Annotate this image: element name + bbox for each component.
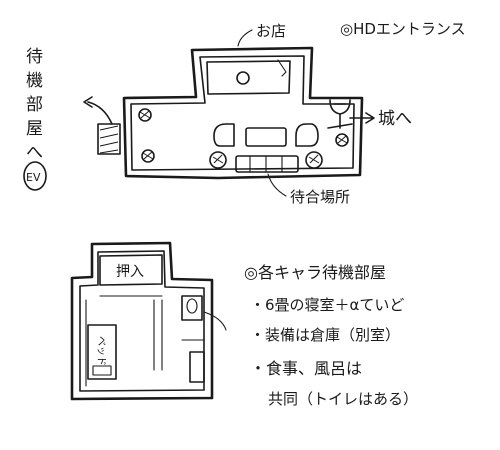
note-line-3: ・装備は倉庫（別室）: [250, 326, 400, 344]
entrance-outer-wall: [122, 46, 364, 180]
note-line-1: ◎各キャラ待機部屋: [244, 263, 386, 282]
waiting-room-char-5: へ: [26, 143, 43, 163]
arrow-to-castle: [349, 112, 375, 124]
waiting-room-char-1: 待: [26, 47, 43, 67]
plant-icon: [138, 108, 349, 163]
waiting-room-label: 待 機 部 屋 へ: [26, 47, 43, 163]
closet: [99, 254, 163, 286]
ev-label: EV: [26, 171, 41, 184]
closet-label: 押入: [116, 264, 144, 280]
arrow-to-waiting-room: [83, 96, 113, 125]
waiting-area-label: 待合場所: [290, 188, 350, 206]
leader-to-shop: [237, 29, 253, 47]
shop-label: お店: [256, 22, 286, 40]
entrance-inner-wall: [130, 55, 355, 171]
waiting-room-char-2: 機: [26, 71, 43, 91]
shop-table-icon: [236, 71, 250, 85]
bed: [87, 324, 117, 380]
bed-label: ベッド: [95, 336, 107, 366]
entrance-gate-icon: [327, 99, 353, 129]
ev-circle: [23, 161, 47, 191]
room-notes: ◎各キャラ待機部屋 ・6畳の寝室＋αていど ・装備は倉庫（別室） ・食事、風呂は…: [244, 263, 418, 408]
room-inner-wall: [79, 250, 205, 392]
waiting-room-char-4: 屋: [26, 119, 43, 139]
character-room-plan: [70, 241, 227, 401]
elevator-box: [97, 123, 121, 155]
entrance-floor-plan: [83, 29, 375, 197]
castle-label: 城へ: [378, 109, 412, 129]
entrance-title: ◎HDエントランス: [340, 20, 466, 38]
waiting-room-char-3: 部: [26, 95, 43, 115]
waiting-furniture: [209, 123, 323, 173]
toilet-area: [181, 295, 227, 383]
leader-to-waiting-area: [267, 173, 287, 197]
shop-counter: [206, 59, 291, 95]
note-line-2: ・6畳の寝室＋αていど: [250, 296, 404, 314]
note-line-4: ・食事、風呂は: [250, 359, 362, 378]
note-line-5: 共同（トイレはある）: [268, 390, 418, 408]
room-outer-wall: [70, 241, 214, 401]
